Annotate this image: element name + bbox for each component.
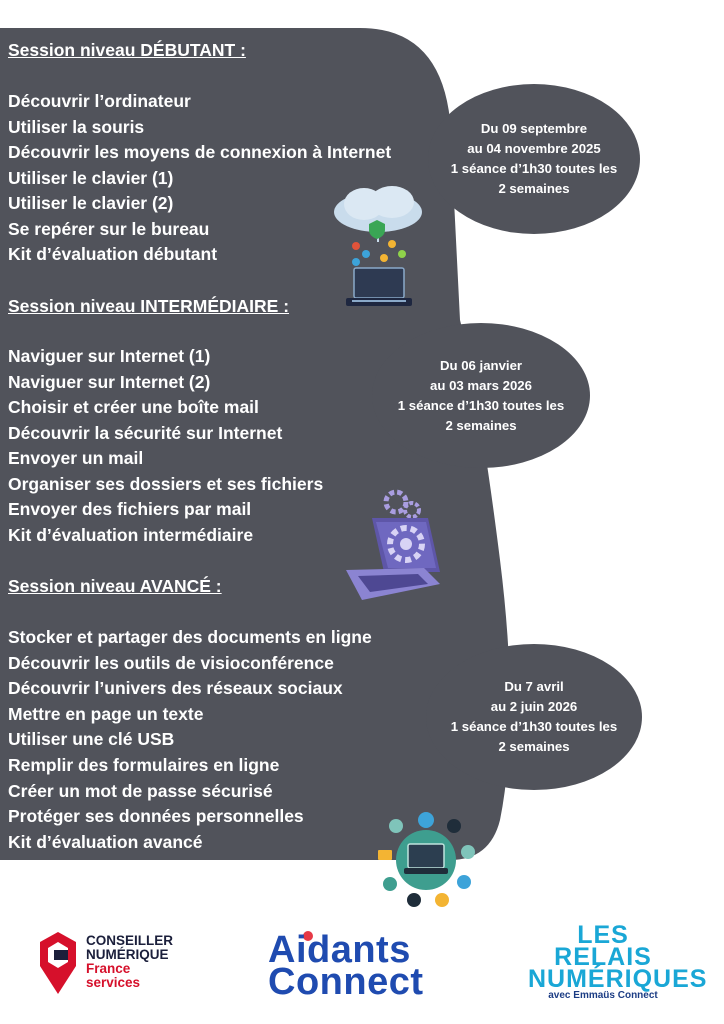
schedule-line: au 03 mars 2026	[430, 377, 532, 393]
schedule-line: 1 séance d’1h30 toutes les	[450, 719, 618, 734]
list-item: Créer un mot de passe sécurisé	[8, 781, 273, 801]
list-item: Naviguer sur Internet (2)	[8, 372, 211, 392]
schedule-line: 2 semaines	[498, 739, 570, 754]
list-item: Kit d’évaluation avancé	[8, 832, 203, 852]
logo-text: Aidants	[268, 929, 411, 971]
list-item: Découvrir les moyens de connexion à Inte…	[8, 142, 392, 162]
list-item: Organiser ses dossiers et ses fichiers	[8, 474, 324, 494]
logo-relais-numeriques: LES RELAIS NUMÉRIQUES avec Emmaüs Connec…	[528, 921, 708, 1004]
list-item: Choisir et créer une boîte mail	[8, 397, 259, 417]
list-item: Découvrir l’ordinateur	[8, 91, 191, 111]
schedule-line: au 2 juin 2026	[490, 699, 578, 714]
list-item: Remplir des formulaires en ligne	[8, 755, 280, 775]
list-item: Découvrir les outils de visioconférence	[8, 653, 334, 673]
schedule-bubble-debutant: Du 09 septembre au 04 novembre 2025 1 sé…	[428, 84, 640, 234]
logo-text: RELAIS	[554, 943, 652, 971]
schedule-line: 1 séance d’1h30 toutes les	[397, 397, 565, 413]
list-item: Utiliser le clavier (1)	[8, 168, 174, 188]
schedule-line: Du 06 janvier	[439, 357, 523, 373]
logo-text: Connect	[268, 961, 424, 1003]
gear-laptop-icon	[346, 489, 440, 600]
list-item: Kit d’évaluation débutant	[8, 244, 218, 264]
list-item: Envoyer un mail	[8, 448, 144, 468]
schedule-bubble-intermediaire: Du 06 janvier au 03 mars 2026 1 séance d…	[372, 323, 590, 468]
schedule-line: Du 7 avril	[504, 679, 564, 694]
map-pin-icon	[40, 932, 76, 994]
logo-text: NUMÉRIQUES	[528, 965, 708, 993]
schedule-line: Du 09 septembre	[480, 121, 588, 136]
schedule-line: 2 semaines	[445, 417, 517, 433]
list-item: Utiliser une clé USB	[8, 729, 175, 749]
logo-text: France	[86, 961, 131, 976]
logo-aidants-connect: Aidants Connect	[268, 929, 438, 1003]
list-item: Protéger ses données personnelles	[8, 806, 304, 826]
list-item: Se repérer sur le bureau	[8, 219, 210, 239]
network-laptop-icon	[378, 812, 475, 907]
list-item: Envoyer des fichiers par mail	[8, 499, 252, 519]
list-item: Kit d’évaluation intermédiaire	[8, 525, 254, 545]
cloud-laptop-icon	[334, 186, 422, 306]
red-dot-icon	[303, 931, 313, 941]
heading-intermediaire: Session niveau INTERMÉDIAIRE :	[8, 296, 290, 316]
logo-text: NUMÉRIQUE	[86, 947, 169, 962]
list-item: Naviguer sur Internet (1)	[8, 346, 211, 366]
logo-text: avec Emmaüs Connect	[548, 990, 658, 1001]
schedule-bubble-avance: Du 7 avril au 2 juin 2026 1 séance d’1h3…	[426, 644, 642, 790]
logo-text: CONSEILLER	[86, 933, 174, 948]
schedule-line: 1 séance d’1h30 toutes les	[450, 161, 618, 176]
list-item: Utiliser la souris	[8, 117, 145, 137]
schedule-line: au 04 novembre 2025	[467, 141, 601, 156]
list-item: Découvrir l’univers des réseaux sociaux	[8, 678, 343, 698]
schedule-line: 2 semaines	[498, 181, 570, 196]
list-item: Stocker et partager des documents en lig…	[8, 627, 372, 647]
list-item: Découvrir la sécurité sur Internet	[8, 423, 283, 443]
heading-debutant: Session niveau DÉBUTANT :	[8, 40, 246, 60]
heading-avance: Session niveau AVANCÉ :	[8, 576, 222, 596]
list-item: Mettre en page un texte	[8, 704, 204, 724]
list-item: Utiliser le clavier (2)	[8, 193, 174, 213]
logo-conseiller-numerique: CONSEILLER NUMÉRIQUE France services	[36, 928, 196, 998]
logo-text: services	[86, 975, 141, 990]
logo-text: LES	[577, 921, 629, 949]
